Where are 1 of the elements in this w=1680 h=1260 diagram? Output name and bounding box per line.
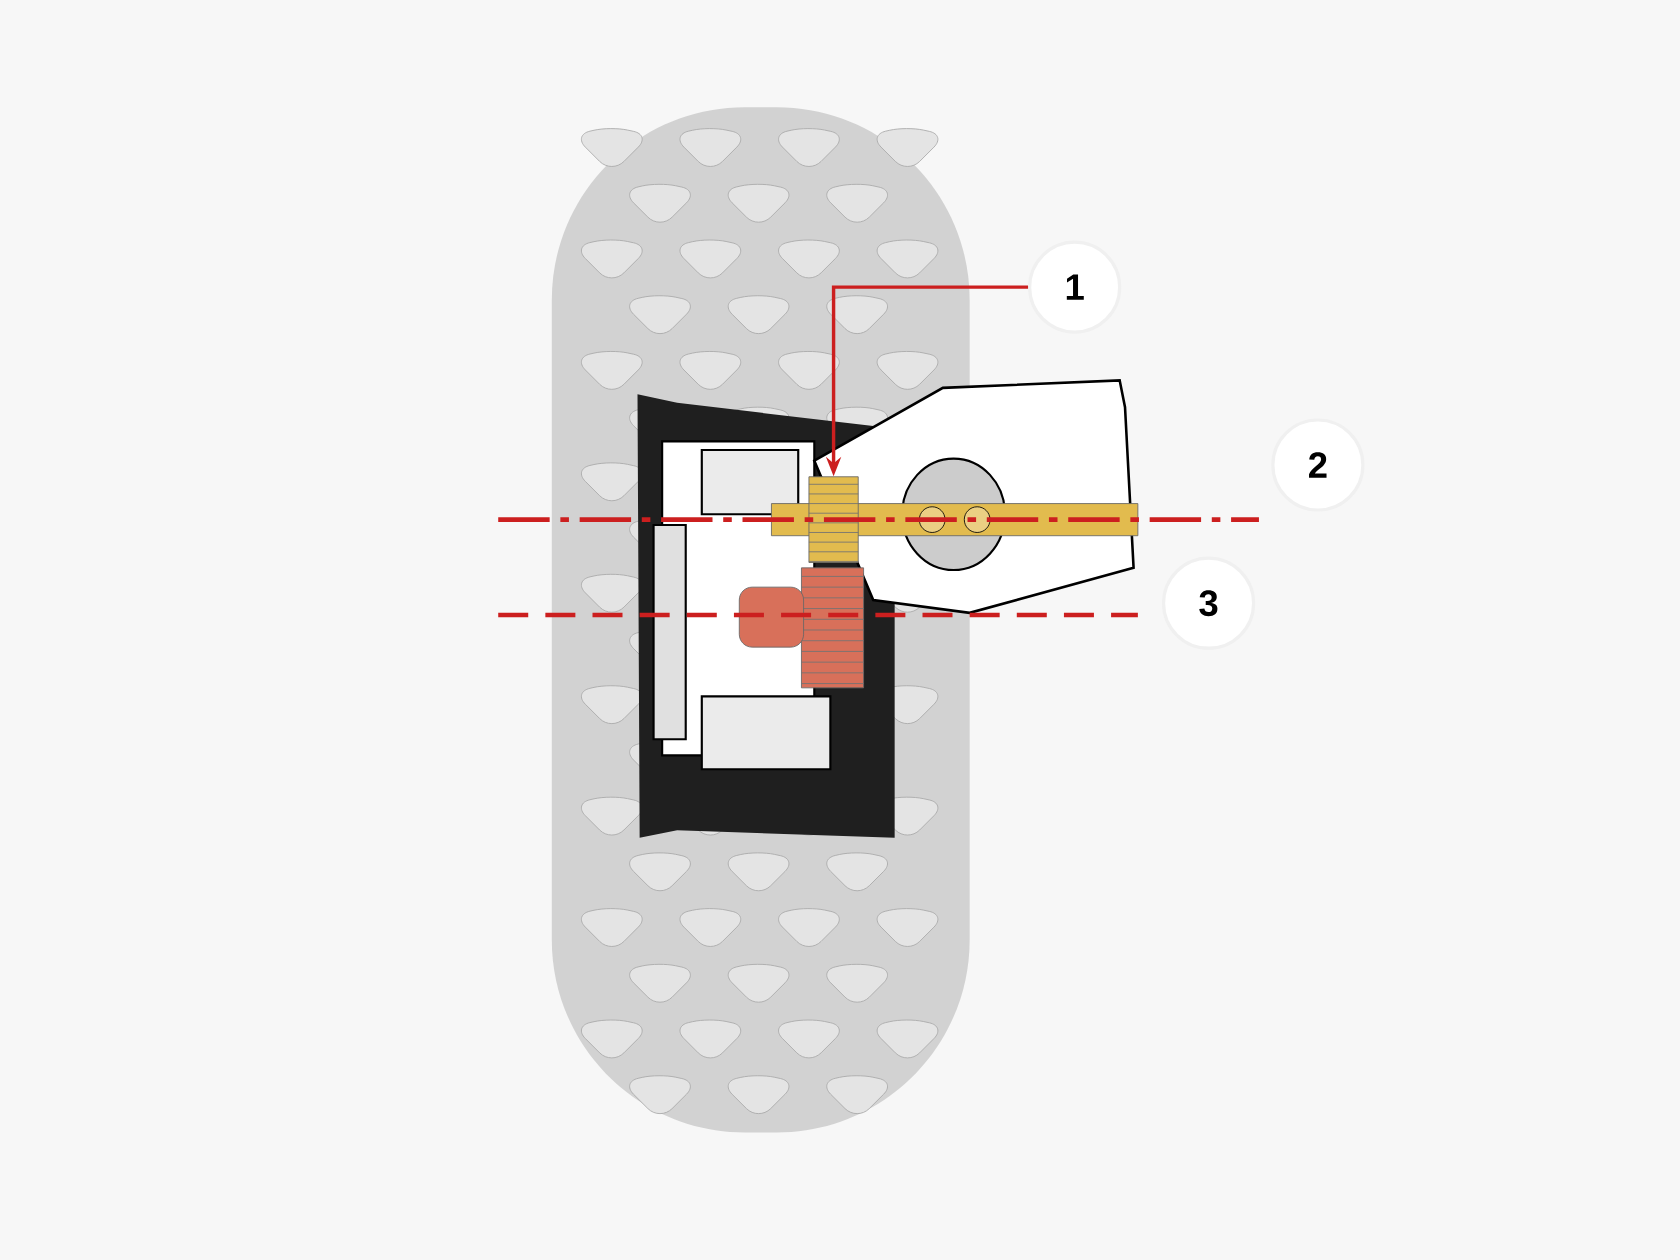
- gear-drawing: [808, 476, 859, 563]
